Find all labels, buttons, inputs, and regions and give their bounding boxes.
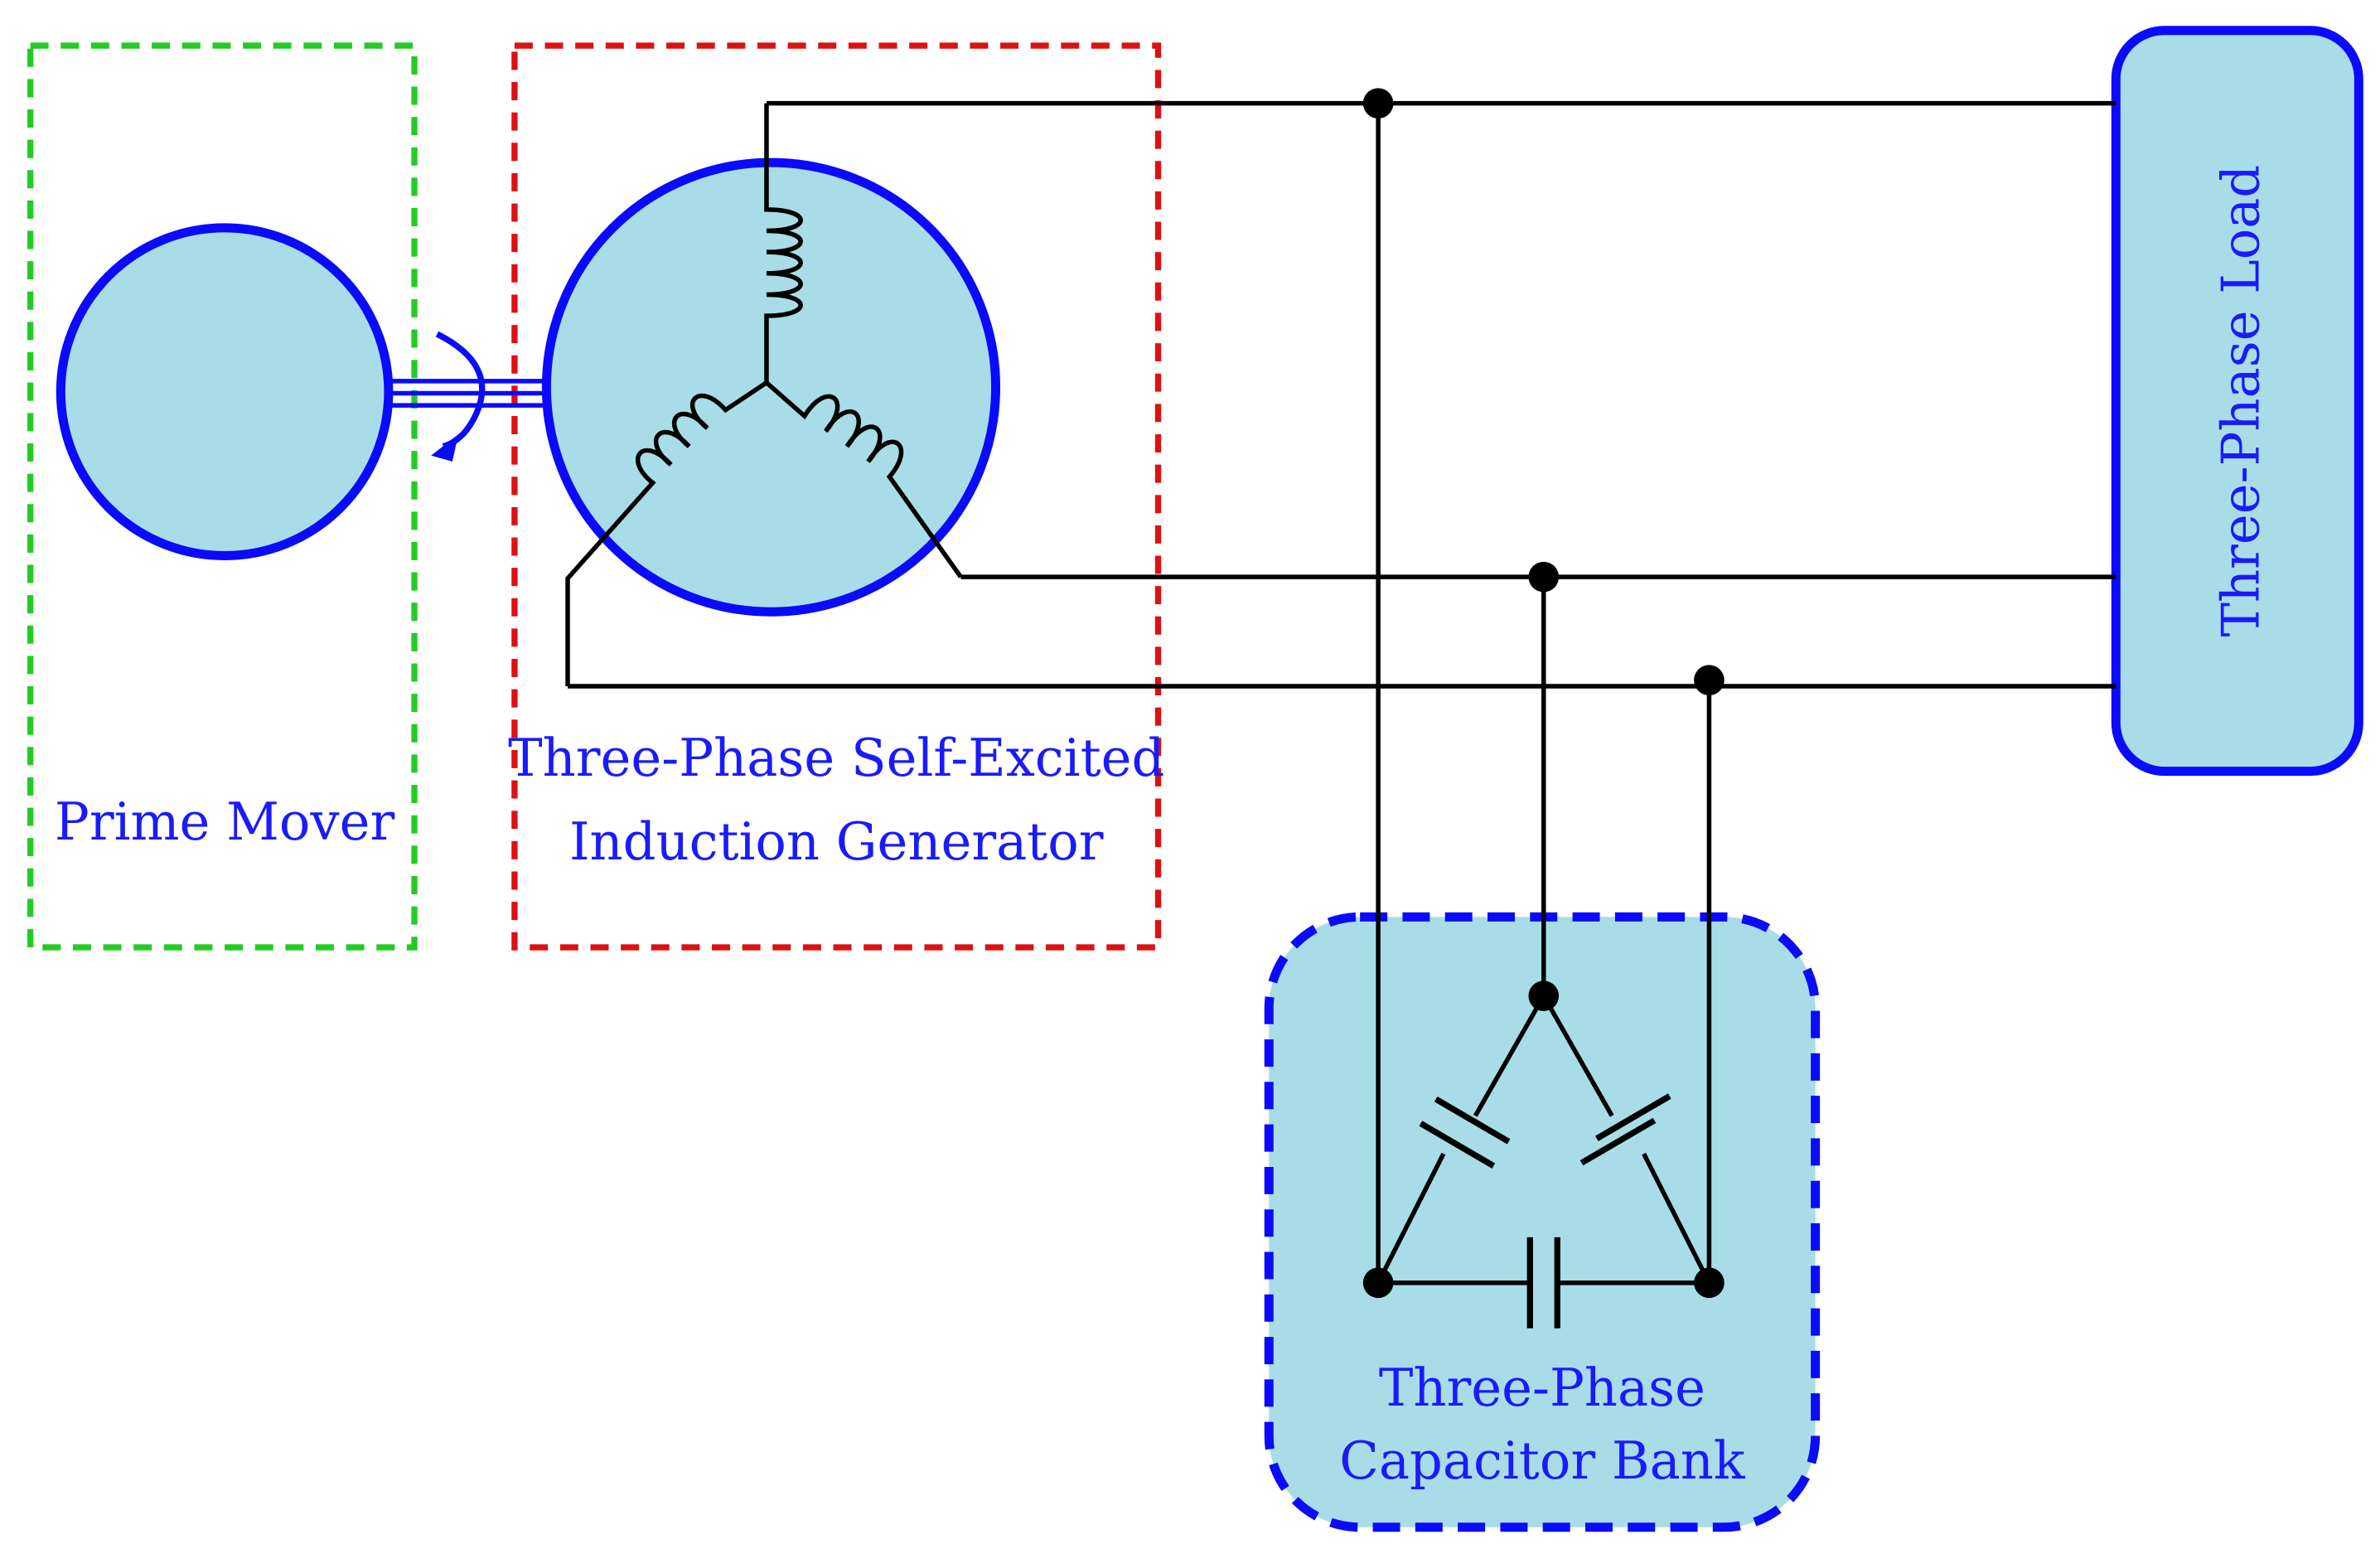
stator-windings [565,103,963,687]
generator-label-line1: Three-Phase Self-Excited [508,728,1164,788]
load-box [2111,26,2363,777]
delta-capacitors [1376,995,1711,1329]
capacitor-bank-label-line2: Capacitor Bank [1339,1430,1746,1491]
prime-mover-circle [56,223,394,560]
prime-mover-label: Prime Mover [55,791,395,852]
prime-mover-box [27,42,418,951]
generator-box [511,42,1162,951]
capacitor-bank-label-line1: Three-Phase [1379,1358,1705,1418]
junction-dots [1362,88,1725,1299]
rotation-arrow-icon [431,331,486,462]
generator-label-line2: Induction Generator [569,811,1104,872]
shaft [388,379,550,408]
load-label: Three-Phase Load [2210,165,2271,637]
